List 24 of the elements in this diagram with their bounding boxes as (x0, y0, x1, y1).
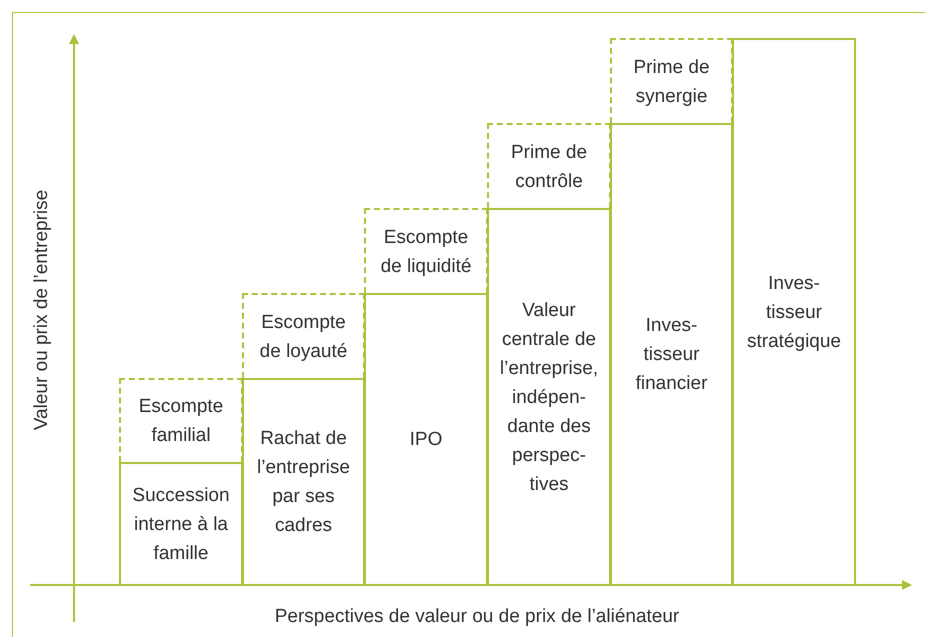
value-box (732, 38, 856, 586)
axis-title: Valeur ou prix de l’entreprise (31, 190, 53, 430)
box-label: Rachat de l’entreprise par ses cadres (256, 427, 351, 538)
dashed-box (610, 38, 733, 123)
value-box (610, 123, 733, 586)
value-box (364, 293, 488, 586)
dashed-box (119, 378, 243, 462)
dashed-box (487, 123, 611, 208)
dashed-box (242, 293, 365, 378)
box-label: Prime de contrôle (510, 140, 588, 194)
box-label: Escompte de loyauté (258, 310, 348, 364)
box-label: Valeur centrale de l’entreprise, indépen-dante des perspec-tives (498, 298, 600, 496)
box-label: IPO (410, 428, 442, 452)
box-label: Succession interne à la famille (131, 484, 231, 566)
axis-title: Perspectives de valeur ou de prix de l’aliénateur (274, 606, 680, 628)
value-box (119, 462, 243, 586)
value-box (487, 208, 611, 586)
box-label: Inves-tisseur stratégique (746, 272, 842, 354)
box-label: Escompte familial (138, 395, 224, 448)
dashed-box (364, 208, 488, 293)
value-box (242, 378, 365, 586)
box-label: Inves-tisseur financier (634, 314, 708, 396)
box-label: Escompte de liquidité (380, 226, 472, 278)
box-label: Prime de synergie (632, 56, 711, 108)
